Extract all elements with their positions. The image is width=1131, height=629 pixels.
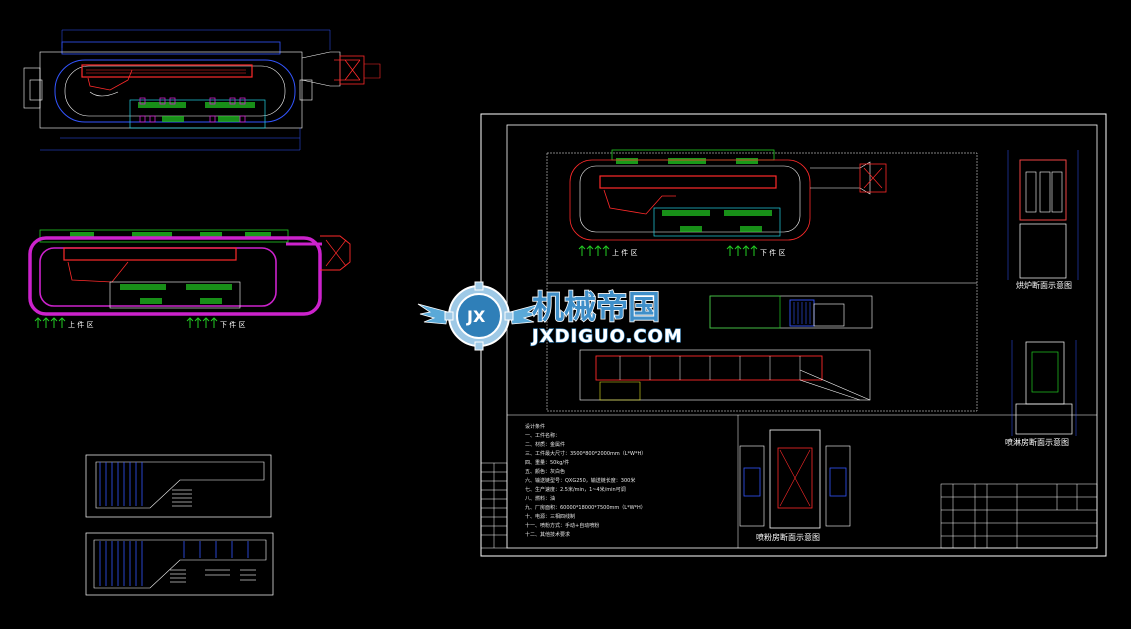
layout-plan-middle-left: 上 件 区 下 件 区 — [28, 229, 351, 329]
note-line-10: 十、电源：三相四线制 — [525, 513, 575, 520]
note-line-7: 七、生产速度：2.5米/min，1~4米/min可调 — [525, 486, 626, 493]
up-arrow-icon-group-left — [34, 317, 218, 328]
note-line-6: 六、输送链型号：QXG250，输送链长度：300米 — [525, 477, 635, 484]
note-line-12: 十二、其他技术要求 — [525, 531, 570, 538]
logo-badge-text: JX — [466, 307, 486, 326]
note-line-9: 九、厂房面积：60000*18000*7500mm（L*W*H） — [525, 504, 646, 511]
load-zone-label-sheet: 上 件 区 — [612, 248, 637, 257]
watermark-logo: JX 机械帝国 JXDIGUO.COM — [417, 281, 683, 351]
oven-section-drawing — [1007, 150, 1079, 280]
staircase-detail-2 — [85, 532, 274, 596]
unload-zone-label-sheet: 下 件 区 — [760, 248, 785, 257]
spray-section-drawing — [1011, 340, 1077, 436]
sheet-plan-view: 上 件 区 下 件 区 — [569, 149, 887, 257]
up-arrow-icon-group-sheet — [578, 245, 758, 256]
layout-plan-top-left — [23, 29, 381, 151]
note-line-2: 二、材质：金属件 — [525, 441, 565, 448]
watermark-domain: JXDIGUO.COM — [530, 326, 683, 347]
design-notes: 设计条件 一、工件名称： 二、材质：金属件 三、工件最大尺寸：3500*800*… — [525, 423, 646, 538]
title-block — [940, 483, 1098, 549]
load-zone-label-left: 上 件 区 — [68, 320, 93, 329]
staircase-detail-1 — [85, 454, 272, 518]
powder-section-caption: 喷粉房断面示意图 — [756, 532, 820, 542]
revision-table — [480, 462, 508, 549]
note-line-8: 八、燃料：油 — [525, 495, 555, 502]
spray-section-caption: 喷淋房断面示意图 — [1005, 437, 1069, 447]
note-line-3: 三、工件最大尺寸：3500*800*2000mm（L*W*H） — [525, 450, 646, 457]
note-line-5: 五、颜色：灰白色 — [525, 468, 565, 475]
gear-logo-icon: JX — [444, 281, 514, 351]
oven-section-caption: 烘炉断面示意图 — [1016, 280, 1072, 290]
watermark-title: 机械帝国 — [532, 288, 660, 326]
wing-icon — [417, 303, 541, 325]
unload-zone-label-left: 下 件 区 — [220, 320, 245, 329]
sheet-elevation-view — [579, 295, 873, 401]
note-line-11: 十一、喷粉方式：手动+自动喷粉 — [525, 522, 599, 529]
powder-section-drawing — [739, 429, 851, 529]
note-line-0: 设计条件 — [525, 423, 545, 430]
note-line-1: 一、工件名称： — [525, 432, 560, 439]
note-line-4: 四、重量：50kg/件 — [525, 459, 569, 466]
